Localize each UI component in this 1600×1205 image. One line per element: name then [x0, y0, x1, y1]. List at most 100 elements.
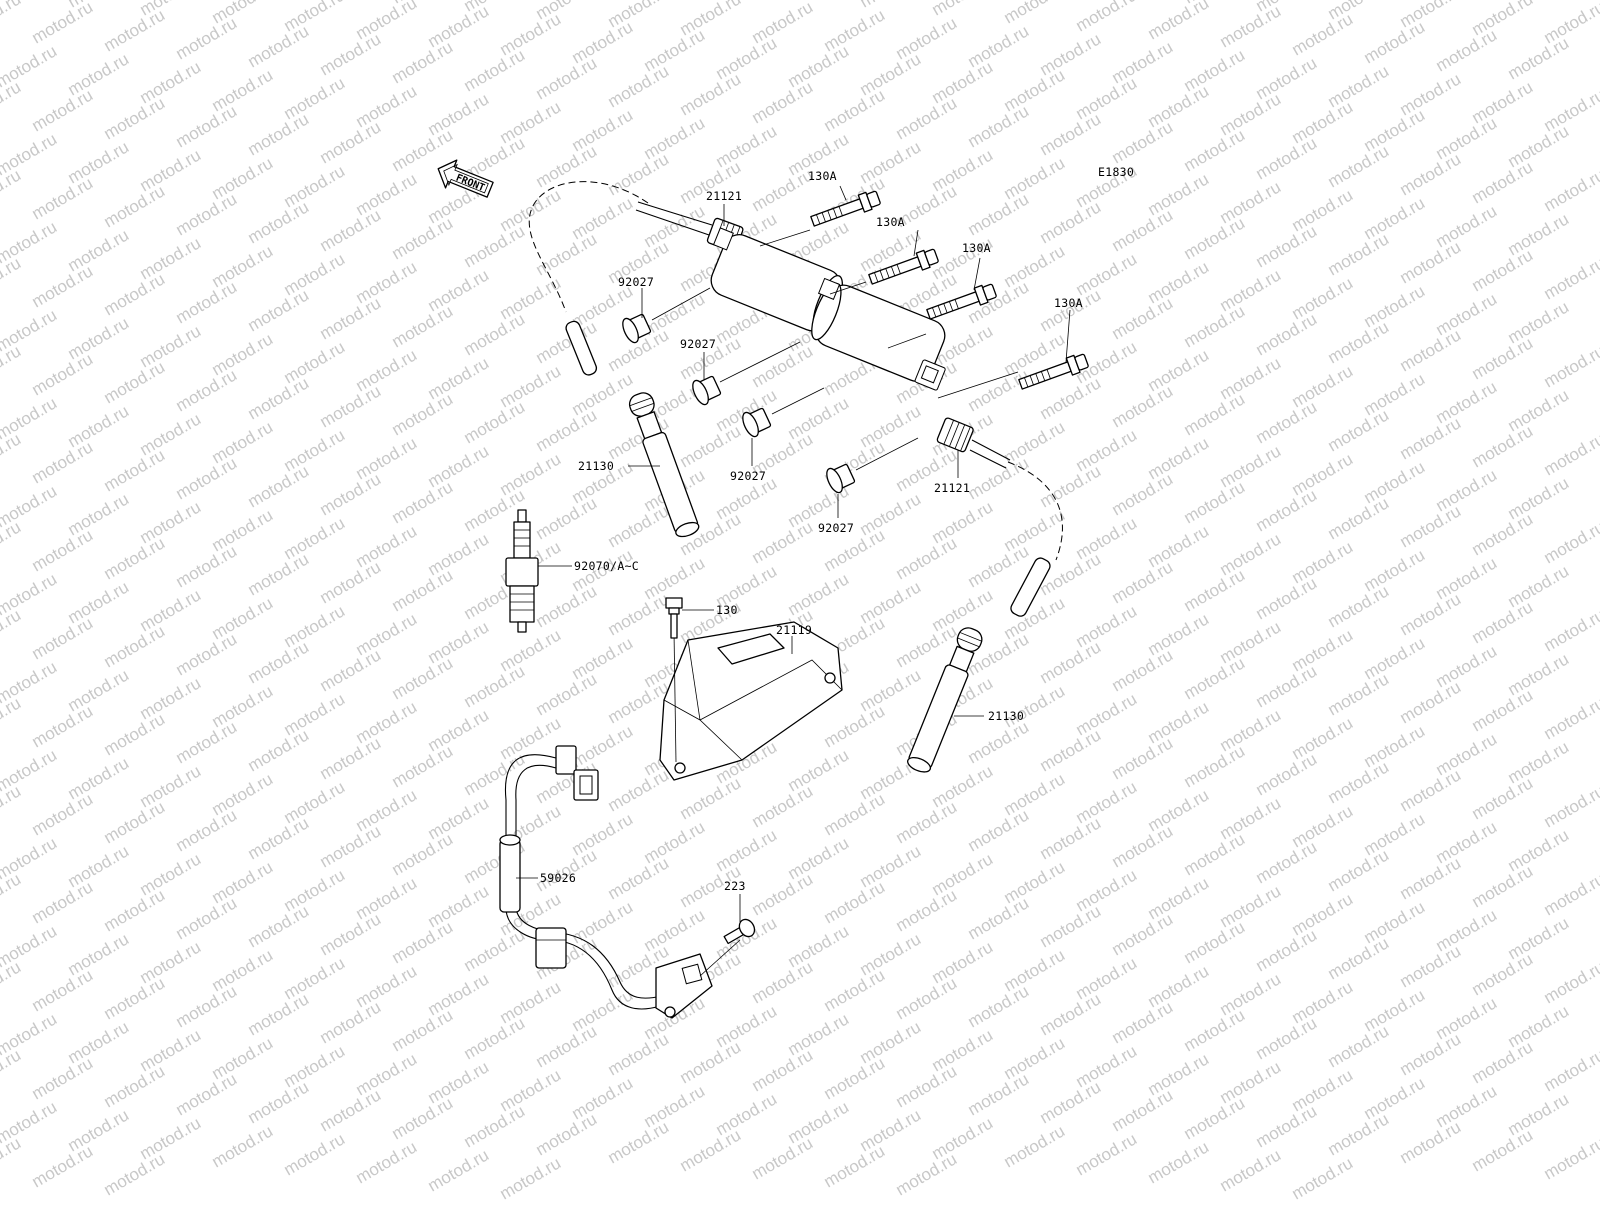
watermark-text: motod.ru [1541, 429, 1600, 479]
watermark-text: motod.ru [1073, 1129, 1141, 1179]
watermark-text: motod.ru [533, 581, 601, 631]
watermark-text: motod.ru [533, 1021, 601, 1071]
watermark-text: motod.ru [389, 741, 457, 791]
callout-59026: 59026 [540, 871, 576, 885]
watermark-text: motod.ru [317, 117, 385, 167]
watermark-text: motod.ru [1253, 133, 1321, 183]
callout-92027-1: 92027 [618, 275, 654, 289]
watermark-text: motod.ru [749, 341, 817, 391]
watermark-text: motod.ru [245, 461, 313, 511]
watermark-text: motod.ru [425, 1145, 493, 1195]
watermark-text: motod.ru [173, 893, 241, 943]
watermark-text: motod.ru [29, 965, 97, 1015]
callout-92027-4: 92027 [818, 521, 854, 535]
watermark-text: motod.ru [1109, 205, 1177, 255]
watermark-text: motod.ru [533, 493, 601, 543]
watermark-text: motod.ru [821, 965, 889, 1015]
callout-130a-1: 130A [808, 169, 837, 183]
watermark-text: motod.ru [281, 1129, 349, 1179]
callout-92027-3: 92027 [730, 469, 766, 483]
watermark-text: motod.ru [1469, 685, 1537, 735]
callout-223: 223 [724, 879, 746, 893]
watermark-text: motod.ru [245, 813, 313, 863]
watermark-text: motod.ru [1289, 1153, 1357, 1200]
watermark-text: motod.ru [245, 637, 313, 687]
watermark-text: motod.ru [29, 525, 97, 575]
watermark-text: motod.ru [101, 533, 169, 583]
watermark-text: motod.ru [893, 93, 961, 143]
watermark-text: motod.ru [29, 0, 97, 47]
watermark-text: motod.ru [1541, 1133, 1600, 1183]
watermark-text: motod.ru [317, 557, 385, 607]
watermark-text: motod.ru [173, 629, 241, 679]
watermark-text: motod.ru [893, 973, 961, 1023]
watermark-text: motod.ru [1001, 1121, 1069, 1171]
watermark-text: motod.ru [29, 789, 97, 839]
watermark-text: motod.ru [461, 749, 529, 799]
watermark-text: motod.ru [1469, 949, 1537, 999]
watermark-text: motod.ru [1541, 517, 1600, 567]
watermark-text: motod.ru [965, 365, 1033, 415]
watermark-text: motod.ru [29, 701, 97, 751]
watermark-text: motod.ru [1325, 757, 1393, 807]
watermark-text: motod.ru [1181, 213, 1249, 263]
watermark-text: motod.ru [1253, 397, 1321, 447]
watermark-text: motod.ru [533, 141, 601, 191]
watermark-text: motod.ru [173, 541, 241, 591]
watermark-text: motod.ru [389, 477, 457, 527]
watermark-text: motod.ru [605, 61, 673, 111]
watermark-text: motod.ru [1217, 1145, 1285, 1195]
watermark-text: motod.ru [605, 1117, 673, 1167]
watermark-text: motod.ru [209, 1121, 277, 1171]
watermark-text: motod.ru [1289, 9, 1357, 59]
watermark-text: motod.ru [965, 981, 1033, 1031]
watermark-text: motod.ru [245, 197, 313, 247]
callout-21121-upper: 21121 [706, 189, 742, 203]
watermark-text: motod.ru [317, 205, 385, 255]
watermark-text: motod.ru [173, 101, 241, 151]
watermark-text: motod.ru [0, 1045, 24, 1095]
callout-21130-upper: 21130 [578, 459, 614, 473]
watermark-text: motod.ru [677, 1125, 745, 1175]
watermark-text: motod.ru [605, 1029, 673, 1079]
watermark-text: motod.ru [0, 605, 24, 655]
watermark-text: motod.ru [497, 1153, 565, 1200]
watermark-text: motod.ru [1469, 773, 1537, 823]
watermark-text: motod.ru [0, 341, 24, 391]
watermark-text: motod.ru [1325, 493, 1393, 543]
watermark-text: motod.ru [1469, 509, 1537, 559]
watermark-text: motod.ru [1253, 1101, 1321, 1151]
watermark-text: motod.ru [389, 1093, 457, 1143]
watermark-text: motod.ru [0, 165, 24, 215]
watermark-text: motod.ru [1469, 245, 1537, 295]
watermark-text: motod.ru [749, 1045, 817, 1095]
watermark-text: motod.ru [1109, 909, 1177, 959]
watermark-text: motod.ru [101, 1061, 169, 1111]
watermark-text: motod.ru [1469, 597, 1537, 647]
watermark-text: motod.ru [1037, 109, 1105, 159]
watermark-text: motod.ru [317, 381, 385, 431]
watermark-text: motod.ru [965, 189, 1033, 239]
watermark-text: motod.ru [29, 877, 97, 927]
watermark-text: motod.ru [317, 469, 385, 519]
callout-21119: 21119 [776, 623, 812, 637]
callout-130: 130 [716, 603, 738, 617]
watermark-text: motod.ru [1505, 33, 1573, 83]
watermark-text: motod.ru [1325, 405, 1393, 455]
watermark-text: motod.ru [1541, 165, 1600, 215]
watermark-text: motod.ru [965, 893, 1033, 943]
watermark-text: motod.ru [1469, 1125, 1537, 1175]
watermark-text: motod.ru [173, 981, 241, 1031]
watermark-text: motod.ru [101, 885, 169, 935]
watermark-text: motod.ru [353, 1137, 421, 1187]
watermark-text: motod.ru [173, 277, 241, 327]
watermark-text: motod.ru [0, 0, 24, 39]
callout-130a-4: 130A [1054, 296, 1083, 310]
watermark-text: motod.ru [1109, 997, 1177, 1047]
watermark-text: motod.ru [0, 1133, 24, 1183]
watermark-text: motod.ru [29, 349, 97, 399]
watermark-text: motod.ru [389, 1005, 457, 1055]
watermark-text: motod.ru [1397, 1117, 1465, 1167]
watermark-text: motod.ru [1397, 765, 1465, 815]
